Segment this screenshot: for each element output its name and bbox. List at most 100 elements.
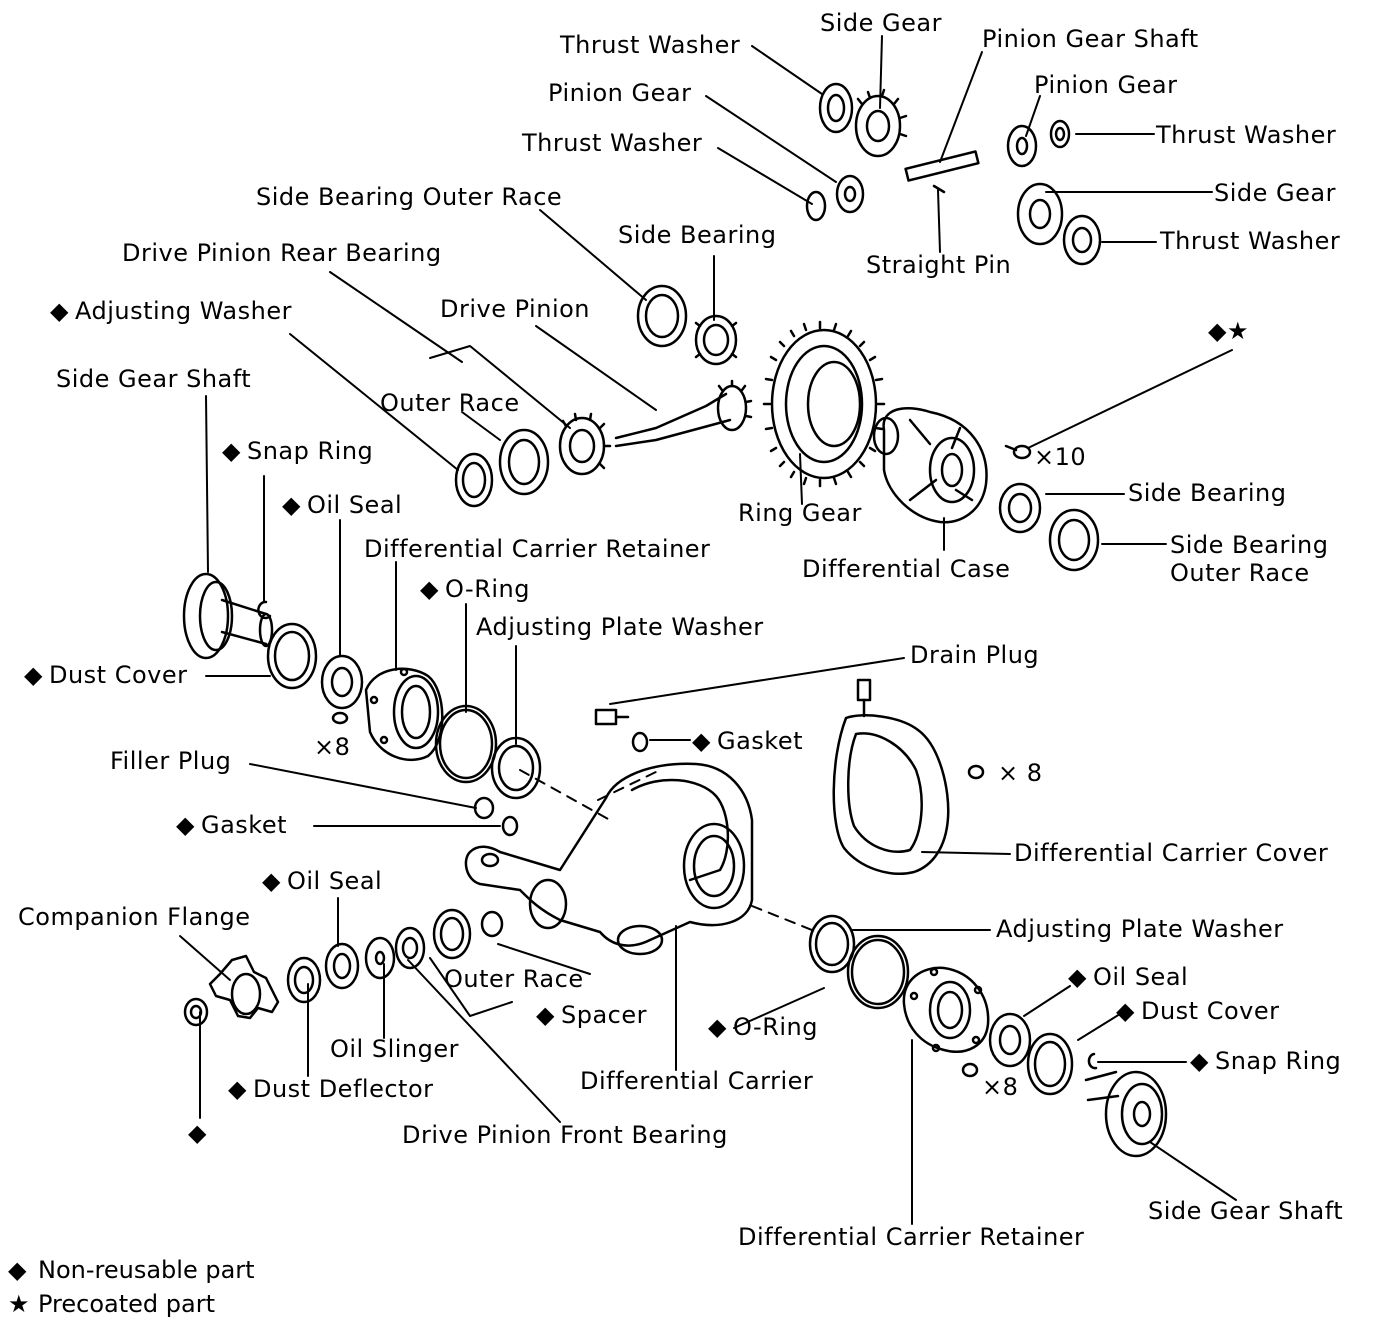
- label-differential-carrier-cover: Differential Carrier Cover: [1014, 839, 1329, 867]
- pinion-gear-right-part: [1006, 124, 1038, 168]
- adjusting-plate-washer-right-part: [808, 914, 856, 974]
- side-bearing-outer-race-right-part: [1048, 508, 1100, 572]
- label-adjusting-plate-washer-right: Adjusting Plate Washer: [996, 915, 1284, 943]
- non-reusable-mark: ◆: [262, 867, 281, 895]
- label-dust-cover-left-text: Dust Cover: [48, 661, 188, 689]
- label-gasket-top: ◆Gasket: [692, 728, 803, 754]
- label-x8-left: ×8: [314, 733, 351, 761]
- label-oil-seal-bottom: ◆Oil Seal: [262, 868, 382, 894]
- nut-part: [183, 997, 209, 1027]
- label-snap-ring-left-text: Snap Ring: [246, 437, 374, 465]
- non-reusable-mark: ◆: [1190, 1047, 1209, 1075]
- label-side-bearing-right: Side Bearing: [1128, 479, 1287, 507]
- label-spacer: ◆Spacer: [536, 1002, 647, 1028]
- label-pinion-gear-right: Pinion Gear: [1034, 71, 1178, 99]
- label-differential-carrier-retainer-left: Differential Carrier Retainer: [364, 535, 711, 563]
- pinion-gear-left-part: [835, 174, 865, 214]
- label-snap-ring-right: ◆Snap Ring: [1190, 1048, 1341, 1074]
- non-reusable-mark: ◆: [222, 437, 241, 465]
- label-x8-right: ×8: [982, 1073, 1019, 1101]
- non-reusable-mark: ◆: [24, 661, 43, 689]
- label-oil-seal-bottom-text: Oil Seal: [286, 867, 383, 895]
- ring-gear-part: [762, 320, 886, 488]
- pinion-gear-shaft-part: [904, 150, 980, 182]
- differential-carrier-retainer-right-part: [902, 966, 990, 1053]
- label-drive-pinion-front-bearing: Drive Pinion Front Bearing: [402, 1121, 728, 1149]
- companion-flange-part: [208, 954, 280, 1020]
- side-gear-shaft-right-part: [1084, 1070, 1168, 1158]
- non-reusable-mark: ◆: [692, 727, 711, 755]
- label-o-ring-left-text: O-Ring: [444, 575, 530, 603]
- non-reusable-mark: ◆: [536, 1001, 555, 1029]
- drive-pinion-part: [614, 379, 753, 448]
- bolt-x8-right-part: [961, 1062, 979, 1078]
- label-thrust-washer-mid: Thrust Washer: [522, 129, 703, 157]
- label-side-bearing-outer-race-right-2: Outer Race: [1170, 559, 1310, 587]
- filler-plug-part: [473, 796, 495, 820]
- bolt-x8-left-part: [331, 711, 349, 725]
- label-oil-seal-left: ◆Oil Seal: [282, 492, 402, 518]
- differential-case-part: [872, 406, 988, 524]
- non-reusable-mark: ◆: [176, 811, 195, 839]
- adjusting-plate-washer-left-part: [490, 736, 542, 800]
- dust-cover-left-part: [266, 622, 318, 690]
- label-filler-plug: Filler Plug: [110, 747, 232, 775]
- gasket-top-part: [631, 731, 649, 753]
- legend-non-reusable-text: Non-reusable part: [38, 1256, 255, 1284]
- drive-pinion-rear-bearing-part: [558, 412, 612, 476]
- adjusting-washer-part: [454, 452, 494, 508]
- label-thrust-washer-top: Thrust Washer: [560, 31, 741, 59]
- label-drain-plug: Drain Plug: [910, 641, 1040, 669]
- non-reusable-mark: ◆: [1116, 997, 1135, 1025]
- label-gasket-left: ◆Gasket: [176, 812, 287, 838]
- side-bearing-outer-race-top-part: [636, 284, 688, 348]
- label-snap-ring-left: ◆Snap Ring: [222, 438, 373, 464]
- o-ring-right-part: [846, 934, 910, 1010]
- straight-pin-part: [932, 184, 946, 194]
- leader-lines: [179, 35, 1237, 1225]
- label-oil-slinger: Oil Slinger: [330, 1035, 460, 1063]
- label-gasket-top-text: Gasket: [716, 727, 803, 755]
- thrust-washer-right1-part: [1049, 119, 1071, 149]
- label-thrust-washer-right1: Thrust Washer: [1156, 121, 1337, 149]
- label-side-gear-top: Side Gear: [820, 9, 942, 37]
- outer-race-bottom-part: [432, 908, 472, 960]
- gasket-left-part: [501, 815, 519, 837]
- label-ring-gear: Ring Gear: [738, 499, 862, 527]
- label-adjusting-washer: ◆Adjusting Washer: [50, 298, 292, 324]
- precoated-mark: ★: [1226, 317, 1249, 345]
- label-side-bearing-outer-race-right-1: Side Bearing: [1170, 531, 1329, 559]
- spacer-part: [480, 910, 504, 938]
- label-adjusting-plate-washer-left: Adjusting Plate Washer: [476, 613, 764, 641]
- label-side-bearing-outer-race-top: Side Bearing Outer Race: [256, 183, 563, 211]
- label-gasket-left-text: Gasket: [200, 811, 287, 839]
- label-outer-race-bottom: Outer Race: [444, 965, 584, 993]
- label-oil-seal-right: ◆Oil Seal: [1068, 964, 1188, 990]
- non-reusable-mark: ◆: [228, 1075, 247, 1103]
- side-gear-top-part: [854, 88, 908, 158]
- label-dust-cover-right: ◆Dust Cover: [1116, 998, 1279, 1024]
- legend-precoated-text: Precoated part: [38, 1290, 215, 1318]
- non-reusable-mark: ◆: [708, 1013, 727, 1041]
- non-reusable-mark: ◆: [50, 297, 69, 325]
- label-side-gear-shaft-left: Side Gear Shaft: [56, 365, 252, 393]
- label-o-ring-right-text: O-Ring: [732, 1013, 818, 1041]
- legend-non-reusable: ◆ Non-reusable part: [8, 1256, 255, 1284]
- label-x10: ×10: [1034, 443, 1087, 471]
- label-pinion-gear-shaft: Pinion Gear Shaft: [982, 25, 1199, 53]
- legend-star-icon: ★: [8, 1290, 30, 1318]
- drive-pinion-front-bearing-part: [394, 926, 426, 970]
- bolt-x10-part: [1004, 444, 1032, 460]
- label-dust-cover-left: ◆Dust Cover: [24, 662, 187, 688]
- dust-cover-right-part: [1026, 1032, 1074, 1096]
- label-side-gear-right: Side Gear: [1214, 179, 1336, 207]
- o-ring-left-part: [434, 704, 498, 784]
- label-o-ring-right: ◆O-Ring: [708, 1014, 818, 1040]
- label-oil-seal-right-text: Oil Seal: [1092, 963, 1189, 991]
- label-differential-carrier: Differential Carrier: [580, 1067, 814, 1095]
- drain-plug-part: [594, 708, 630, 726]
- side-gear-right-part: [1016, 182, 1064, 246]
- side-gear-shaft-left-part: [182, 572, 274, 660]
- legend-diamond-icon: ◆: [8, 1256, 27, 1284]
